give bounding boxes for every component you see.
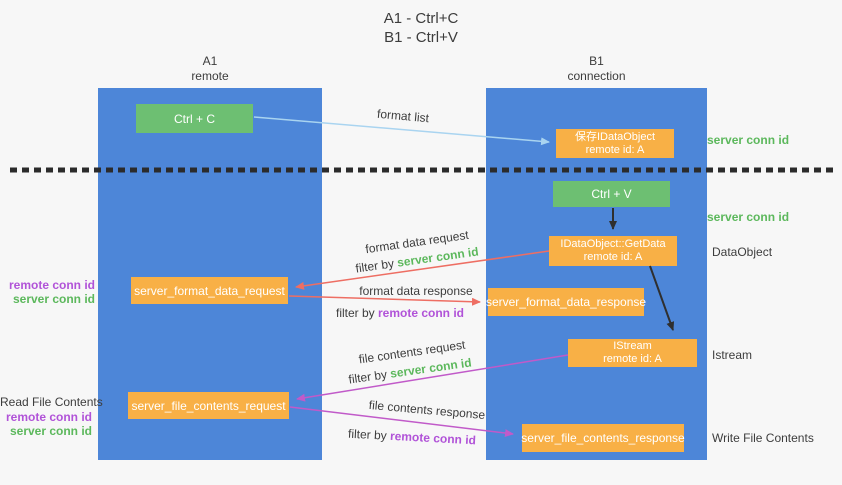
lane-a1-name: A1: [202, 54, 218, 68]
label-file-contents-response-filter: filter by remote conn id: [348, 427, 477, 448]
diagram-title: A1 - Ctrl+C B1 - Ctrl+V: [0, 9, 842, 47]
node-ctrl-c: Ctrl + C: [136, 104, 253, 133]
label-format-data-response: format data response: [359, 284, 473, 298]
node-save-idataobject: 保存IDataObject remote id: A: [556, 129, 674, 158]
lane-b1-role: connection: [567, 69, 626, 83]
annotation-dataobject: DataObject: [712, 245, 773, 259]
filter-by-prefix: filter by: [335, 306, 378, 320]
node-server-file-contents-request: server_file_contents_request: [128, 392, 289, 419]
filter-by-prefix: filter by: [354, 255, 399, 276]
node-idataobject-getdata-line1: IDataObject::GetData: [560, 238, 666, 250]
diagram-title-line1: A1 - Ctrl+C: [383, 10, 459, 27]
node-server-format-data-response: server_format_data_response: [485, 288, 647, 316]
lane-a1-role: remote: [191, 69, 229, 83]
filter-key-remote-conn-id: remote conn id: [378, 306, 465, 320]
annotation-remote-conn-id: remote conn id: [5, 410, 92, 424]
node-server-file-contents-response: server_file_contents_response: [521, 424, 685, 452]
label-format-list: format list: [376, 106, 430, 126]
node-ctrl-v: Ctrl + V: [553, 181, 670, 207]
node-save-idataobject-line2: remote id: A: [585, 143, 645, 156]
lane-a1-header: A1 remote: [98, 54, 322, 84]
annotation-format-conn-ids: remote conn id server conn id: [0, 278, 95, 306]
annotation-read-file-contents: Read File Contents: [0, 395, 103, 409]
label-file-contents-response: file contents response: [368, 397, 486, 423]
annotation-istream: Istream: [712, 348, 753, 362]
label-format-data-response-filter: filter by remote conn id: [336, 306, 464, 320]
annotation-server-conn-id-top: server conn id: [707, 133, 790, 147]
node-ctrl-c-label: Ctrl + C: [173, 111, 215, 126]
filter-by-prefix: filter by: [347, 426, 391, 443]
node-save-idataobject-line1: 保存IDataObject: [574, 130, 656, 143]
node-server-format-data-response-label: server_format_data_response: [485, 295, 647, 309]
annotation-file-conn-ids: remote conn id server conn id: [0, 410, 92, 438]
annotation-write-file-contents: Write File Contents: [712, 431, 814, 445]
filter-by-prefix: filter by: [347, 366, 392, 387]
node-idataobject-getdata: IDataObject::GetData remote id: A: [549, 236, 677, 266]
node-server-file-contents-response-label: server_file_contents_response: [521, 431, 685, 445]
node-idataobject-getdata-line2: remote id: A: [583, 251, 643, 263]
filter-key-remote-conn-id: remote conn id: [389, 428, 477, 448]
node-istream: IStream remote id: A: [568, 339, 697, 367]
node-istream-line2: remote id: A: [603, 353, 662, 365]
node-server-format-data-request-label: server_format_data_request: [134, 283, 285, 298]
lane-b1-header: B1 connection: [486, 54, 707, 84]
node-ctrl-v-label: Ctrl + V: [591, 187, 632, 201]
annotation-remote-conn-id: remote conn id: [8, 278, 95, 292]
annotation-server-conn-id: server conn id: [12, 291, 95, 306]
node-server-format-data-request: server_format_data_request: [131, 277, 288, 304]
annotation-server-conn-id-mid: server conn id: [707, 210, 790, 224]
node-server-file-contents-request-label: server_file_contents_request: [131, 398, 286, 413]
node-istream-line1: IStream: [613, 340, 652, 352]
lane-b1-name: B1: [589, 54, 604, 68]
annotation-server-conn-id: server conn id: [9, 423, 92, 438]
diagram-title-line2: B1 - Ctrl+V: [384, 29, 458, 46]
